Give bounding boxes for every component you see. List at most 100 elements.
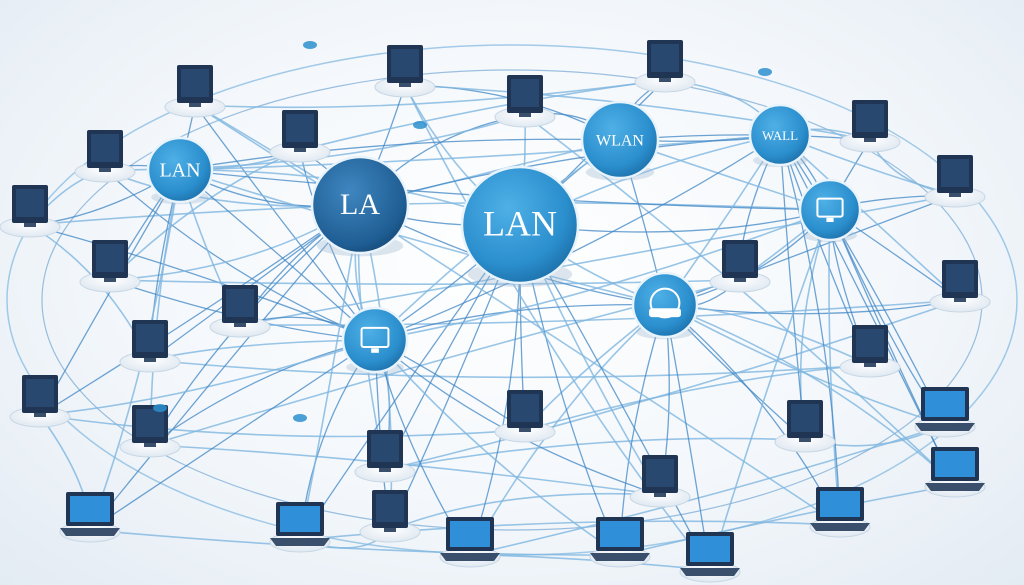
- network-cable: [89, 339, 376, 531]
- network-cable: [384, 437, 806, 471]
- monitor-stand: [659, 78, 671, 82]
- network-cable: [374, 209, 831, 341]
- bubble-circle: [798, 178, 862, 242]
- bubble-layer: LAN LA LAN WLAN WALL: [146, 100, 862, 375]
- connector-node: [758, 68, 772, 76]
- network-cable: [709, 209, 831, 571]
- monitor-screen: [26, 379, 54, 407]
- bubble-label: LA: [340, 188, 380, 221]
- monitor-stand: [234, 323, 246, 327]
- bubble-label: WLAN: [596, 133, 644, 150]
- monitor-stand: [189, 103, 201, 107]
- monitor-icon: [9, 375, 71, 428]
- monitor-screen: [16, 189, 44, 217]
- monitor-icon: [839, 100, 901, 153]
- monitor-screen: [181, 69, 209, 97]
- monitor-screen: [646, 459, 674, 487]
- monitor-stand: [654, 493, 666, 497]
- bubble-circle: [631, 271, 699, 339]
- laptop-keyboard: [680, 568, 740, 576]
- laptop-keyboard: [60, 528, 120, 536]
- monitor-screen: [946, 264, 974, 292]
- monitor-screen: [856, 104, 884, 132]
- monitor-icon: [629, 455, 691, 508]
- outer-cable-ring: [6, 44, 1018, 556]
- monitor-stand: [399, 83, 411, 87]
- connector-node: [293, 414, 307, 422]
- laptop-icon: [269, 502, 331, 553]
- monitor-icon: [269, 110, 331, 163]
- monitor-icon: [354, 430, 416, 483]
- monitor-screen: [651, 44, 679, 72]
- monitor-icon: [360, 326, 390, 353]
- network-cable: [389, 492, 661, 531]
- monitor-icon: [494, 390, 556, 443]
- bubble-lan-small: LAN: [146, 136, 214, 205]
- monitor-icon: [74, 130, 136, 183]
- network-cable: [149, 359, 871, 379]
- monitor-stand: [734, 278, 746, 282]
- monitor-stand: [294, 148, 306, 152]
- network-cable: [828, 209, 841, 526]
- monitor-screen: [226, 289, 254, 317]
- connector-node: [413, 121, 427, 129]
- monitor-screen: [136, 409, 164, 437]
- monitor-stand: [519, 428, 531, 432]
- monitor-stand: [799, 438, 811, 442]
- laptop-icon: [439, 517, 501, 568]
- network-cable: [359, 201, 831, 211]
- network-cable: [779, 134, 806, 441]
- bubble-circle: [341, 306, 409, 374]
- monitor-screen: [726, 244, 754, 272]
- monitor-icon: [929, 260, 991, 313]
- laptop-icon: [679, 532, 741, 583]
- bubble-circle: [310, 155, 410, 255]
- network-cable: [39, 339, 376, 416]
- laptop-screen: [690, 536, 730, 562]
- laptop-icon: [809, 487, 871, 538]
- monitor-icon: [79, 240, 141, 293]
- laptop-screen: [280, 506, 320, 532]
- monitor-screen: [286, 114, 314, 142]
- monitor-icon: [119, 320, 181, 373]
- monitor-icon: [839, 325, 901, 378]
- bubble-label: WALL: [762, 128, 798, 143]
- monitor-stand: [949, 193, 961, 197]
- bubble-label: LAN: [159, 160, 200, 182]
- bubble-monitor-bubble: [341, 306, 409, 375]
- monitor-icon: [164, 65, 226, 118]
- monitor-stand: [384, 528, 396, 532]
- bubble-circle: [748, 103, 812, 167]
- network-cable: [779, 134, 841, 526]
- monitor-screen: [941, 159, 969, 187]
- connector-node: [303, 41, 317, 49]
- network-cable: [664, 299, 961, 315]
- monitor-screen: [511, 394, 539, 422]
- monitor-stand: [379, 468, 391, 472]
- monitor-stand: [104, 278, 116, 282]
- monitor-stand: [144, 358, 156, 362]
- network-cable: [194, 79, 666, 109]
- network-cable: [39, 414, 526, 438]
- laptop-icon: [924, 447, 986, 498]
- monitor-screen: [511, 79, 539, 107]
- bubble-label: LAN: [483, 203, 557, 243]
- network-cable: [374, 134, 781, 341]
- network-cable: [374, 339, 621, 556]
- laptop-screen: [820, 491, 860, 517]
- laptop-screen: [935, 451, 975, 477]
- network-cable: [469, 424, 946, 556]
- monitor-stand: [954, 298, 966, 302]
- laptop-screen: [70, 496, 110, 522]
- monitor-icon: [924, 155, 986, 208]
- network-cable: [779, 134, 946, 426]
- monitor-screen: [376, 494, 404, 522]
- network-cable: [179, 169, 666, 306]
- laptop-keyboard: [915, 423, 975, 431]
- bubble-lan-main: LAN: [460, 165, 580, 288]
- laptop-screen: [600, 521, 640, 547]
- laptop-screen: [450, 521, 490, 547]
- monitor-stand: [519, 113, 531, 117]
- laptop-keyboard: [440, 553, 500, 561]
